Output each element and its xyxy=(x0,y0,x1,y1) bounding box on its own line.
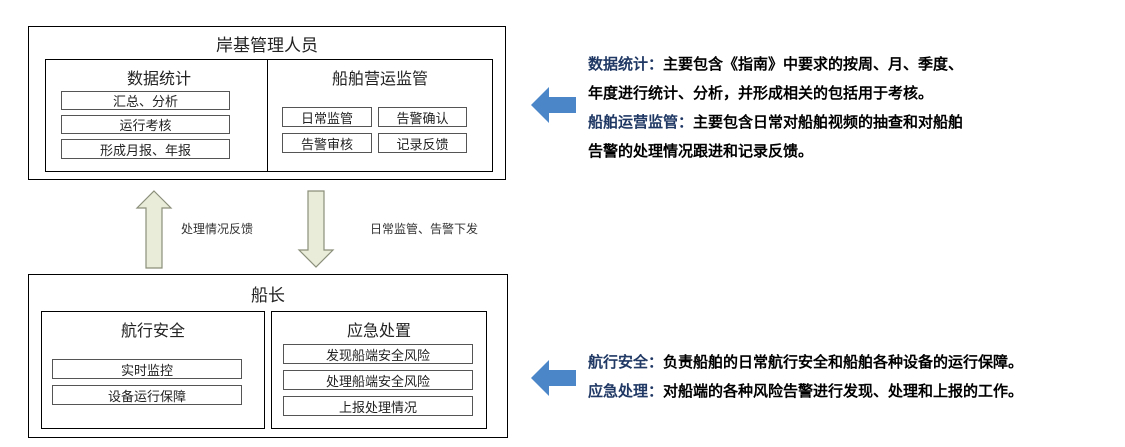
data-stats-box: 数据统计 汇总、分析 运行考核 形成月报、年报 xyxy=(45,59,273,172)
desc-key: 应急处理 xyxy=(588,382,649,400)
desc-sep: ： xyxy=(648,55,664,73)
emergency-box: 应急处置 发现船端安全风险 处理船端安全风险 上报处理情况 xyxy=(271,311,487,429)
nav-safety-box: 航行安全 实时监控 设备运行保障 xyxy=(41,311,265,429)
shore-management-title: 岸基管理人员 xyxy=(216,36,318,56)
desc-key: 航行安全 xyxy=(588,353,649,371)
desc-sep: ： xyxy=(648,382,664,400)
pointer-arrow-bottom-shape xyxy=(531,360,576,396)
desc-top: 数据统计：主要包含《指南》中要求的按周、月、季度、 年度进行统计、分析，并形成相… xyxy=(588,50,963,166)
stats-item-assessment: 运行考核 xyxy=(61,115,230,134)
desc-bottom-line: 航行安全：负责船舶的日常航行安全和船舶各种设备的运行保障。 xyxy=(588,348,1023,377)
desc-top-line: 船舶运营监管：主要包含日常对船舶视频的抽查和对船舶 xyxy=(588,108,963,137)
down-arrow xyxy=(297,190,335,268)
desc-text: 主要包含日常对船舶视频的抽查和对船舶 xyxy=(693,113,964,131)
emergency-item-discover: 发现船端安全风险 xyxy=(283,344,473,364)
pointer-arrow-top xyxy=(531,87,576,123)
desc-text: 主要包含《指南》中要求的按周、月、季度、 xyxy=(663,55,964,73)
supervision-item-feedback: 记录反馈 xyxy=(378,133,467,153)
desc-bottom-line: 应急处理：对船端的各种风险告警进行发现、处理和上报的工作。 xyxy=(588,377,1023,406)
shore-management-box: 岸基管理人员 数据统计 汇总、分析 运行考核 形成月报、年报 船舶营运监管 日常… xyxy=(28,26,506,180)
nav-safety-title: 航行安全 xyxy=(120,321,185,340)
data-stats-title: 数据统计 xyxy=(126,69,191,88)
desc-text: 对船端的各种风险告警进行发现、处理和上报的工作。 xyxy=(663,382,1024,400)
desc-text: 告警的处理情况跟进和记录反馈。 xyxy=(588,142,814,160)
down-arrow-shape xyxy=(297,190,335,268)
supervision-item-confirm: 告警确认 xyxy=(378,107,467,127)
captain-box: 船长 航行安全 实时监控 设备运行保障 应急处置 发现船端安全风险 处理船端安全… xyxy=(28,274,508,438)
desc-text: 负责船舶的日常航行安全和船舶各种设备的运行保障。 xyxy=(663,353,1024,371)
desc-top-line: 告警的处理情况跟进和记录反馈。 xyxy=(588,137,963,166)
desc-sep: ： xyxy=(678,113,694,131)
emergency-title: 应急处置 xyxy=(346,321,411,340)
desc-top-line: 年度进行统计、分析，并形成相关的包括用于考核。 xyxy=(588,79,963,108)
ship-supervision-box: 船舶营运监管 日常监管 告警确认 告警审核 记录反馈 xyxy=(267,59,493,172)
nav-item-monitoring: 实时监控 xyxy=(52,359,242,379)
desc-bottom: 航行安全：负责船舶的日常航行安全和船舶各种设备的运行保障。 应急处理：对船端的各… xyxy=(588,348,1023,406)
pointer-arrow-bottom xyxy=(531,360,576,396)
stats-item-summary: 汇总、分析 xyxy=(61,91,230,110)
supervision-item-daily: 日常监管 xyxy=(282,107,372,127)
up-arrow-shape xyxy=(135,190,173,269)
stats-item-reports: 形成月报、年报 xyxy=(61,139,230,159)
supervision-item-review: 告警审核 xyxy=(282,133,372,153)
desc-key: 数据统计 xyxy=(588,55,649,73)
up-arrow xyxy=(135,190,173,269)
desc-key: 船舶运营监管 xyxy=(588,113,679,131)
emergency-item-report: 上报处理情况 xyxy=(283,396,473,416)
up-arrow-label: 处理情况反馈 xyxy=(181,222,254,236)
desc-top-line: 数据统计：主要包含《指南》中要求的按周、月、季度、 xyxy=(588,50,963,79)
captain-title: 船长 xyxy=(251,286,285,306)
pointer-arrow-top-shape xyxy=(531,87,576,123)
emergency-item-handle: 处理船端安全风险 xyxy=(283,370,473,390)
nav-item-equipment: 设备运行保障 xyxy=(52,385,242,405)
desc-text: 年度进行统计、分析，并形成相关的包括用于考核。 xyxy=(588,84,934,102)
desc-sep: ： xyxy=(648,353,664,371)
down-arrow-label: 日常监管、告警下发 xyxy=(370,222,479,236)
ship-supervision-title: 船舶营运监管 xyxy=(331,69,428,88)
